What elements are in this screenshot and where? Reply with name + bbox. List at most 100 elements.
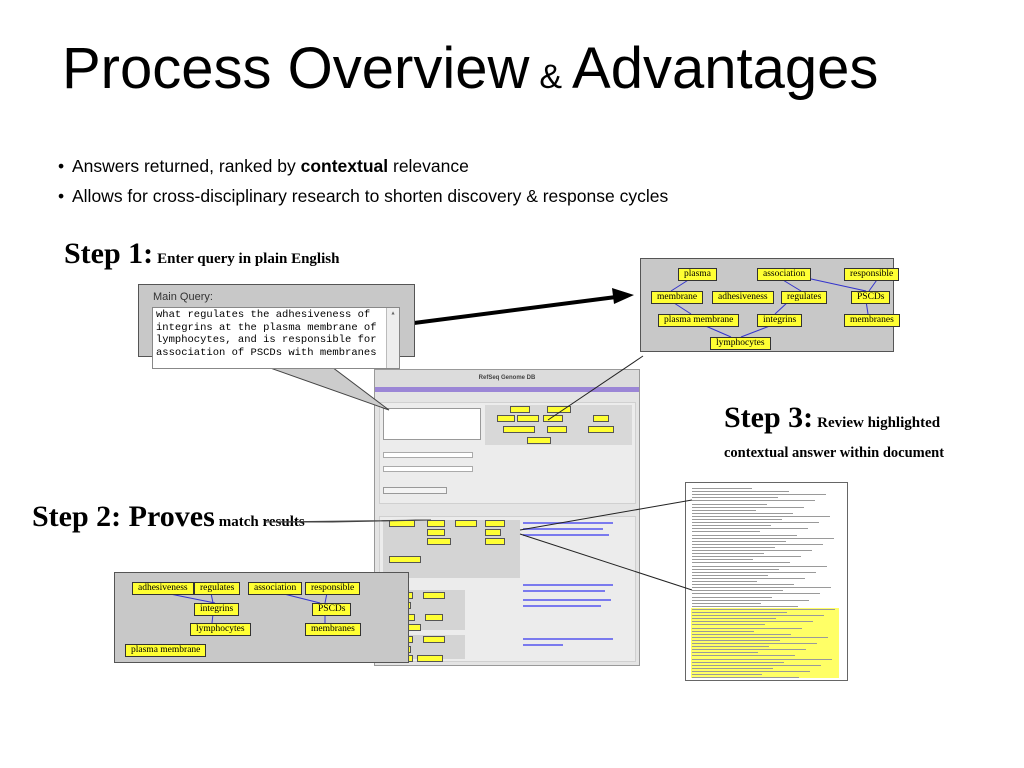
document-line [692,655,795,657]
document-line [692,670,810,672]
node-adhesiveness[interactable]: adhesiveness [712,291,774,304]
node-regulates[interactable]: regulates [781,291,828,304]
document-line [692,621,813,623]
document-line [692,633,791,635]
document-line [692,509,756,511]
bullet-dot-icon: • [58,156,65,176]
node-pscds[interactable]: PSCDs [312,603,352,616]
document-line [692,605,798,607]
document-line [692,491,789,493]
node-association[interactable]: association [248,582,303,595]
node-membranes[interactable]: membranes [844,314,900,327]
node-responsible[interactable]: responsible [305,582,361,595]
node-regulates[interactable]: regulates [194,582,241,595]
document-line [692,577,805,579]
document-line [692,608,835,610]
refseq-header: RefSeq Genome DB [375,370,639,387]
title-ampersand: & [539,58,563,96]
document-line [692,500,815,502]
document-line [692,522,819,524]
mini-buttons[interactable] [383,487,447,494]
document-line [692,624,765,626]
document-line [692,587,831,589]
bullet-item-1: •Answers returned, ranked by contextual … [58,151,668,181]
step-2-label: Step 2: Proves match results [32,500,305,533]
result-link-5[interactable] [523,590,605,592]
node-association[interactable]: association [757,268,812,281]
document-line [692,636,828,638]
document-line [692,559,753,561]
document-line [692,556,801,558]
node-responsible[interactable]: responsible [844,268,900,281]
document-line [692,630,754,632]
document-line [692,562,790,564]
node-membrane[interactable]: membrane [651,291,704,304]
slide-title: Process Overview&Advantages [62,40,878,98]
node-lymphocytes[interactable]: lymphocytes [190,623,251,636]
node-plasma-membrane[interactable]: plasma membrane [658,314,740,327]
result-link-2[interactable] [523,528,603,530]
result-link-9[interactable] [523,644,563,646]
mini-input-1[interactable] [383,452,473,458]
bullet-item-2: •Allows for cross-disciplinary research … [58,181,668,211]
node-lymphocytes[interactable]: lymphocytes [710,337,771,350]
title-part-1: Process Overview [62,36,530,101]
document-line [692,525,771,527]
step-1-label: Step 1: Enter query in plain English [64,237,340,270]
mini-query-box[interactable] [383,408,481,440]
document-line [692,593,820,595]
document-line [692,615,824,617]
document-line [692,652,758,654]
document-line [692,540,786,542]
result-link-8[interactable] [523,638,613,640]
node-membranes[interactable]: membranes [305,623,361,636]
document-line [692,565,827,567]
document-line [692,553,764,555]
mini-input-2[interactable] [383,466,473,472]
highlighted-document [685,482,848,681]
document-line [692,546,775,548]
document-line [692,584,794,586]
document-line [692,503,767,505]
node-plasma-membrane[interactable]: plasma membrane [125,644,207,657]
result-link-7[interactable] [523,605,601,607]
document-line [692,537,834,539]
result-concept-graph: adhesiveness regulates association respo… [114,572,409,663]
document-line [692,512,793,514]
title-part-2: Advantages [572,36,879,101]
result-link-4[interactable] [523,584,613,586]
bullet-dot-icon: • [58,186,65,206]
result-link-6[interactable] [523,599,611,601]
textarea-scrollbar[interactable]: ▴ [386,308,399,368]
node-adhesiveness[interactable]: adhesiveness [132,582,194,595]
main-query-textarea[interactable]: what regulates the adhesiveness of integ… [152,307,400,369]
document-line [692,506,804,508]
document-line [692,649,806,651]
node-pscds[interactable]: PSCDs [851,291,891,304]
result-link-3[interactable] [523,534,609,536]
node-plasma[interactable]: plasma [678,268,717,281]
document-line [692,531,760,533]
result-link-1[interactable] [523,522,613,524]
document-line [692,627,802,629]
document-line [692,571,816,573]
bullet-emphasis: contextual [300,156,389,176]
document-line [692,550,812,551]
document-line [692,674,762,675]
node-integrins[interactable]: integrins [757,314,803,327]
document-line [692,574,768,576]
document-line [692,494,826,496]
document-line [692,664,821,666]
document-line [692,568,779,570]
node-integrins[interactable]: integrins [194,603,240,616]
main-query-label: Main Query: [153,291,213,303]
document-line [692,543,823,545]
document-line [692,639,780,641]
document-line [692,643,817,644]
document-line [692,667,773,669]
document-line [692,612,787,613]
document-line [692,602,761,604]
document-line [692,581,757,582]
